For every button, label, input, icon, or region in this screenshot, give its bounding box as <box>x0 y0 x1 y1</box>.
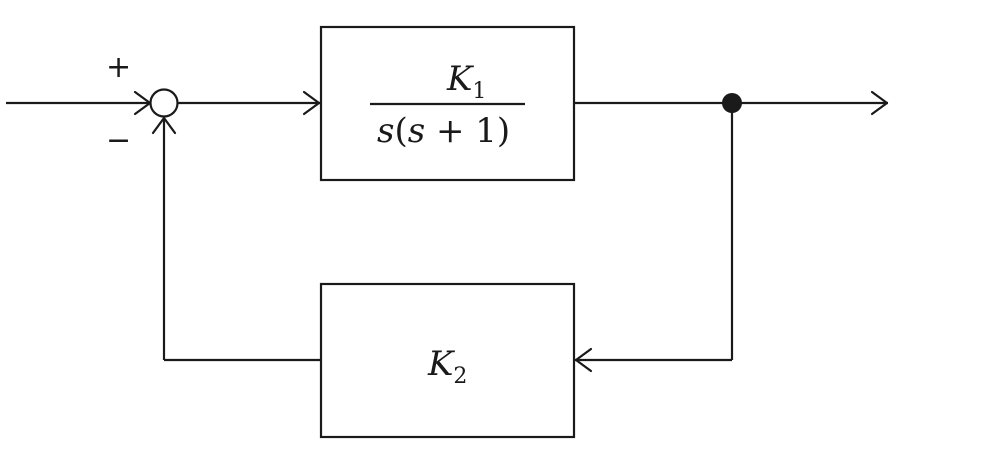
gain-subscript: 2 <box>453 364 467 389</box>
forward-numerator: K1 <box>446 59 486 104</box>
output-arrowhead <box>870 90 889 116</box>
numerator-subscript: 1 <box>472 79 486 104</box>
denominator-s1: s <box>377 111 394 151</box>
denominator-s2: s <box>408 111 425 151</box>
gain-symbol: K <box>427 344 456 384</box>
summing-junction <box>149 88 179 118</box>
feedback-junction-arrowhead <box>151 116 177 135</box>
forward-block-arrowhead <box>302 90 321 116</box>
plus-sign: + <box>106 50 131 85</box>
feedback-block <box>319 282 576 439</box>
feedback-gain: K2 <box>427 344 467 389</box>
numerator-symbol: K <box>446 59 475 99</box>
feedback-block-arrowhead <box>574 347 593 373</box>
forward-denominator: s(s + 1) <box>377 111 510 151</box>
denominator-open-paren: ( <box>394 111 407 151</box>
denominator-plus-one: + 1) <box>425 111 510 151</box>
minus-sign: − <box>106 123 131 158</box>
